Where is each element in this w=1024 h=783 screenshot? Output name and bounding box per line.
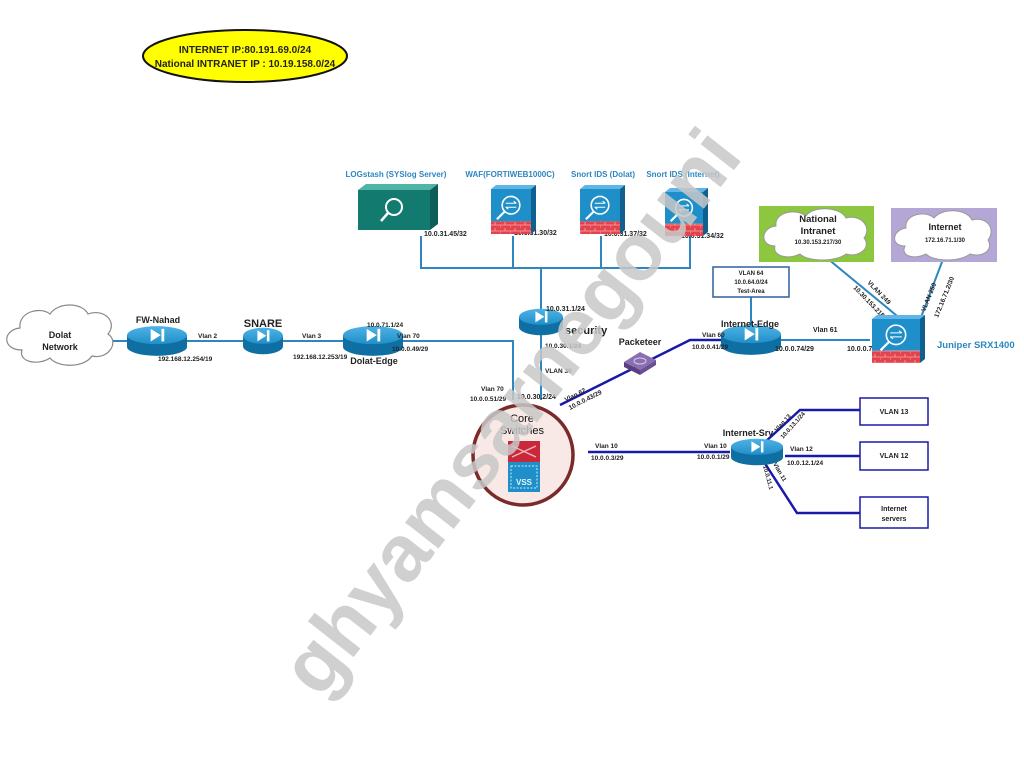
svg-text:VSS: VSS [516,478,533,487]
internet-label: Internet [928,222,961,232]
testarea-name: Test-Area [737,289,765,295]
internet-srv-router-icon [731,438,783,466]
dolat-label-1: Dolat [49,330,72,340]
vlan12-box-label: VLAN 12 [880,453,909,460]
test-area-box: VLAN 64 10.0.64.0/24 Test-Area [712,266,790,298]
internet-srv-label: Internet-Srv [723,428,774,438]
label-security-ip-bottom: 10.0.30.1/24 [545,343,582,350]
dolat-network-cloud: Dolat Network [6,304,114,366]
logstash-label: LOGstash (SYSlog Server) [346,170,447,179]
vlan13-box: VLAN 13 [859,397,929,426]
log-server-icon [358,184,438,230]
testarea-vlan: VLAN 64 [739,271,764,277]
security-label: security [565,325,608,337]
label-vlan11-ip: 10.0.11.1 [761,465,773,491]
snort-dolat-icon [580,185,625,234]
dolat-edge-label: Dolat-Edge [350,356,398,366]
link-core-packeteer-edge [559,338,725,407]
waf-label: WAF(FORTIWEB1000C) [465,170,555,179]
juniper-label: Juniper SRX1400 [937,340,1015,351]
label-core-vlan10-ip: 10.0.0.3/29 [591,455,624,462]
national-intranet: National Intranet 10.30.153.217/30 [759,206,874,262]
packeteer-label: Packeteer [619,337,662,347]
label-vlan30: VLAN 30 [545,368,572,375]
servers-box-label-2: servers [882,516,907,523]
label-vlan11: Vlan 11 [771,462,787,483]
vlan12-box: VLAN 12 [859,441,929,471]
snort-internet-ip: 10.0.31.34/32 [681,233,724,240]
waf-icon [491,185,536,234]
links-dark [559,338,860,515]
national-ip: 10.30.153.217/30 [795,240,842,246]
snare-label: SNARE [244,318,283,330]
label-srv-vlan10-ip: 10.0.0.1/29 [697,454,730,461]
ip-banner: INTERNET IP:80.191.69.0/24 National INTR… [142,29,348,83]
core-label-1: Core [510,413,534,425]
link-srv-internetservers [762,461,860,515]
juniper-srx-icon [872,315,925,363]
banner-internet-ip: INTERNET IP:80.191.69.0/24 [179,45,312,56]
label-vlan2: Vlan 2 [198,333,218,340]
core-switches: Core Switches VSS [471,403,575,507]
snort-dolat-label: Snort IDS (Dolat) [571,170,635,179]
label-edge-vlan61-ip: 10.0.0.74/29 [775,346,814,353]
packeteer-icon [624,352,656,375]
snort-internet-icon [665,188,708,236]
link-national-juniper [821,253,903,321]
internet-cloud: Internet 172.16.71.1/30 [891,208,997,262]
label-core-vlan10: Vlan 10 [595,443,618,450]
label-vlan61: Vlan 61 [813,327,838,334]
servers-box-label-1: Internet [881,506,907,513]
internet-edge-router-icon [721,325,781,355]
logstash-ip: 10.0.31.45/32 [424,231,467,238]
label-core-vlan70: Vlan 70 [481,386,504,393]
label-core-vlan30-ip: 10.0.30.2/24 [517,394,556,401]
banner-intranet-ip: National INTRANET IP : 10.19.158.0/24 [155,59,336,70]
national-label-1: National [799,214,836,225]
links-light [112,236,946,400]
label-dolatedge-ip-top: 10.0.71.1/24 [367,322,404,329]
snare-router-icon [243,327,283,355]
label-srv-vlan10: Vlan 10 [704,443,727,450]
label-fwnahad-ip: 192.168.12.254/19 [158,356,213,363]
label-security-ip-top: 10.0.31.1/24 [546,306,585,313]
label-snare-ip: 192.168.12.253/19 [293,354,348,361]
fw-nahad-router-icon [127,326,187,356]
national-label-2: Intranet [801,226,837,237]
vlan13-box-label: VLAN 13 [880,409,909,416]
testarea-subnet: 10.0.64.0/24 [734,280,768,286]
waf-ip: 10.0.31.30/32 [514,230,557,237]
server-bus [420,236,691,269]
internet-edge-label: Internet-Edge [721,319,779,329]
label-dolatedge-vlan70: Vlan 70 [397,333,420,340]
security-servers: LOGstash (SYSlog Server) WAF(FORTIWEB100… [346,170,724,240]
internet-servers-box: Internet servers [859,496,929,529]
label-edge-vlan60-ip: 10.0.0.41/29 [692,344,729,351]
label-juniper-vlan61-ip: 10.0.0.73/29 [847,346,886,353]
label-dolatedge-ip: 10.0.0.49/29 [392,346,429,353]
link-dolatedge-core [403,340,514,400]
dolat-edge-router-icon [343,326,403,356]
vss-switch-icon: VSS [508,441,540,492]
dolat-label-2: Network [42,342,79,352]
label-vlan250-ip: 172.16.71.2/30 [933,276,956,319]
core-label-2: Switches [500,425,545,437]
label-vlan12: Vlan 12 [790,446,813,453]
link-internet-juniper [919,253,946,321]
label-vlan3: Vlan 3 [302,333,322,340]
snort-internet-label: Snort IDS (Internet) [646,170,720,179]
internet-ip: 172.16.71.1/30 [925,238,966,244]
link-srv-vlan13 [763,408,860,444]
security-router-icon [519,308,563,336]
label-vlan60: Vlan 60 [702,332,725,339]
snort-dolat-ip: 10.0.31.37/32 [604,231,647,238]
label-core-vlan70-ip: 10.0.0.51/29 [470,396,507,403]
label-vlan12-ip: 10.0.12.1/24 [787,460,824,467]
fw-nahad-label: FW-Nahad [136,315,180,325]
